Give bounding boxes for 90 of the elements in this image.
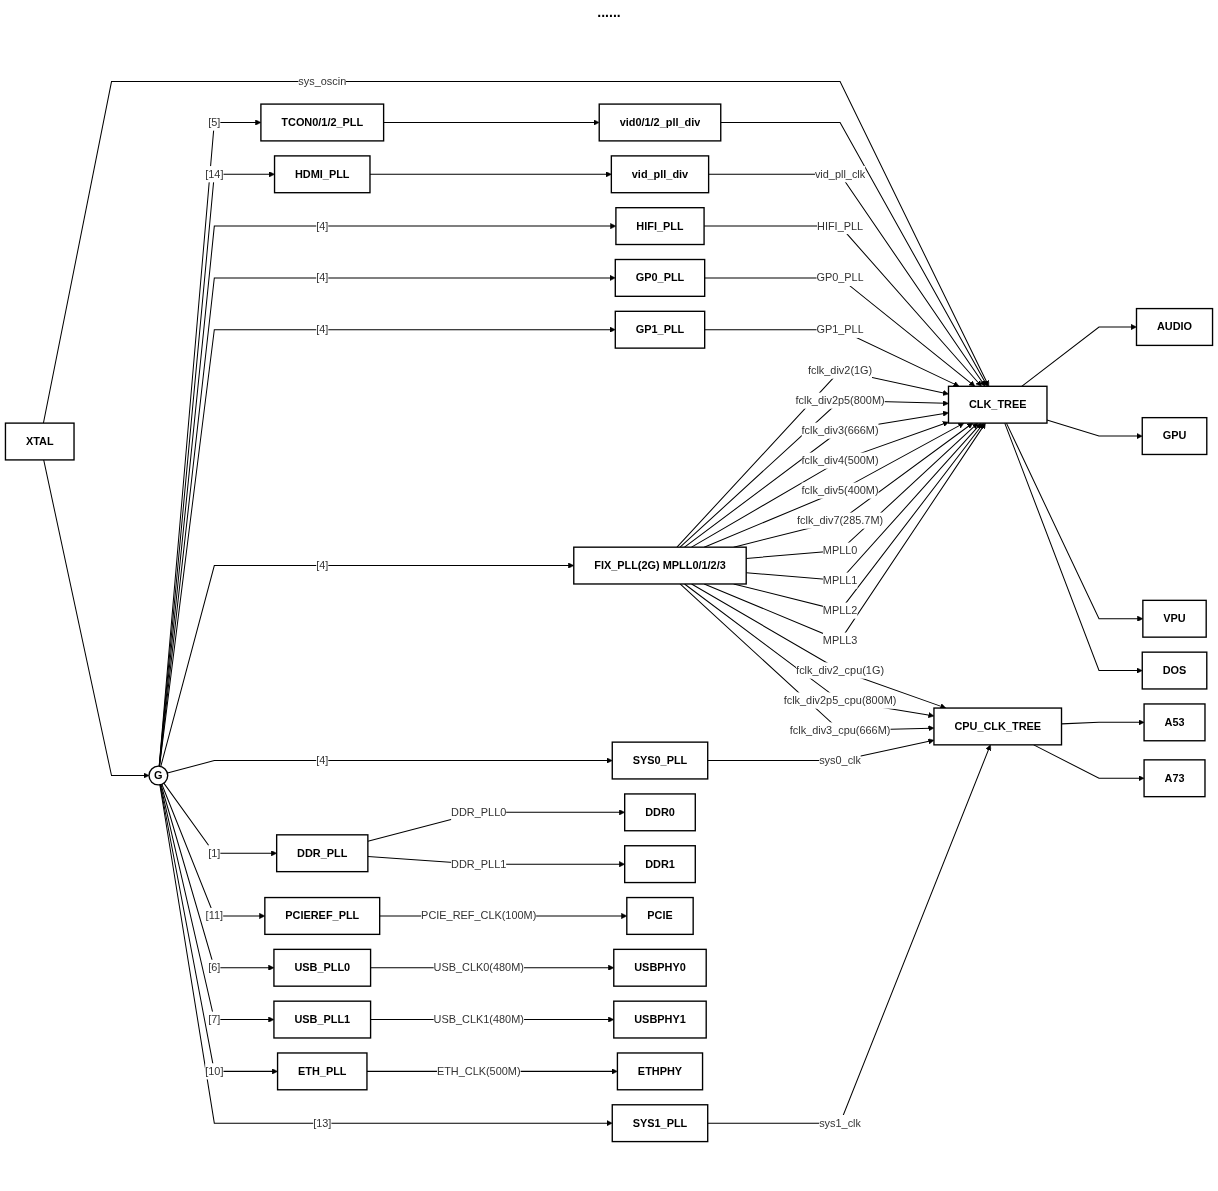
node-box: vid0/1/2_pll_div bbox=[598, 103, 722, 142]
edge-label: sys_oscin bbox=[298, 75, 347, 88]
edge-label: fclk_div2(1G) bbox=[807, 364, 873, 377]
arrow bbox=[383, 119, 600, 126]
edge-label: GP0_PLL bbox=[816, 271, 864, 284]
edge-label: fclk_div5(400M) bbox=[801, 484, 879, 497]
node-box: vid_pll_div bbox=[610, 155, 710, 194]
node-box: USBPHY0 bbox=[613, 948, 707, 987]
node-box: DDR0 bbox=[624, 793, 696, 832]
arrow bbox=[43, 459, 150, 779]
node-box: SYS1_PLL bbox=[611, 1104, 709, 1143]
node-circle: G bbox=[148, 765, 169, 786]
arrow bbox=[707, 744, 992, 1124]
edge-label: MPLL3 bbox=[822, 634, 858, 647]
node-box: FIX_PLL(2G) MPLL0/1/2/3 bbox=[573, 546, 747, 585]
node-box: HDMI_PLL bbox=[273, 155, 371, 194]
edge-label: [5] bbox=[208, 116, 221, 128]
node-box: USBPHY1 bbox=[613, 1000, 707, 1039]
arrow bbox=[1033, 744, 1145, 782]
edge-label: USB_CLK0(480M) bbox=[433, 961, 524, 974]
arrow bbox=[1004, 422, 1143, 674]
node-box: DDR1 bbox=[624, 845, 696, 884]
node-box: ETH_PLL bbox=[276, 1052, 368, 1091]
node-box: DOS bbox=[1141, 651, 1208, 690]
edge-label: fclk_div3(666M) bbox=[801, 424, 879, 437]
arrow bbox=[159, 784, 275, 1023]
node-box: SYS0_PLL bbox=[611, 741, 709, 780]
edge-label: vid_pll_clk bbox=[814, 168, 866, 180]
arrow bbox=[720, 121, 988, 387]
node-box: XTAL bbox=[4, 422, 75, 461]
edge-label: PCIE_REF_CLK(100M) bbox=[421, 909, 537, 922]
arrow bbox=[166, 757, 613, 774]
node-box: VPU bbox=[1142, 599, 1207, 638]
node-box: ETHPHY bbox=[616, 1052, 704, 1091]
arrow bbox=[369, 171, 612, 178]
arrow bbox=[163, 782, 277, 857]
edge-label: [4] bbox=[316, 559, 329, 572]
edge-label: [11] bbox=[205, 909, 223, 922]
edge-label: [13] bbox=[313, 1117, 332, 1129]
arrow bbox=[1021, 324, 1137, 387]
edge-label: DDR_PLL1 bbox=[451, 858, 507, 870]
edge-label: MPLL1 bbox=[822, 574, 858, 587]
node-box: USB_PLL1 bbox=[273, 1000, 372, 1039]
node-box: GPU bbox=[1141, 416, 1208, 456]
node-box: AUDIO bbox=[1135, 307, 1214, 347]
arrow bbox=[159, 784, 278, 1075]
arrow bbox=[1046, 419, 1143, 440]
node-box: GP0_PLL bbox=[614, 258, 706, 297]
edge-label: fclk_div4(500M) bbox=[801, 454, 879, 467]
node-box: PCIEREF_PLL bbox=[264, 896, 381, 936]
edge-label: fclk_div3_cpu(666M) bbox=[789, 724, 891, 736]
edge-label: [6] bbox=[208, 961, 221, 974]
node-box: CPU_CLK_TREE bbox=[933, 707, 1063, 746]
edge-label: DDR_PLL0 bbox=[451, 806, 507, 818]
node-box: PCIE bbox=[626, 896, 694, 936]
edge-label: [4] bbox=[316, 323, 329, 336]
edge-label: [14] bbox=[205, 168, 224, 180]
node-box: HIFI_PLL bbox=[615, 207, 705, 246]
node-box: CLK_TREE bbox=[947, 385, 1048, 424]
edge-label: HIFI_PLL bbox=[817, 219, 864, 232]
edge-label: [10] bbox=[205, 1065, 224, 1077]
edge-label: sys1_clk bbox=[819, 1117, 861, 1129]
edge-label: [4] bbox=[316, 271, 329, 284]
edge-label: GP1_PLL bbox=[816, 323, 864, 336]
edge-label: fclk_div2p5_cpu(800M) bbox=[783, 694, 897, 706]
node-box: A73 bbox=[1143, 759, 1206, 798]
edge-label: [4] bbox=[316, 219, 329, 232]
edge-label: fclk_div7(285.7M) bbox=[797, 514, 884, 527]
node-box: DDR_PLL bbox=[276, 834, 369, 873]
edge-label: [4] bbox=[316, 754, 329, 766]
edge-label: [1] bbox=[208, 847, 221, 859]
edge-label: MPLL2 bbox=[822, 604, 858, 617]
edge-label: MPLL0 bbox=[822, 544, 858, 557]
arrow bbox=[704, 329, 960, 387]
node-box: USB_PLL0 bbox=[273, 948, 372, 987]
edge-label: ETH_CLK(500M) bbox=[436, 1065, 521, 1077]
arrow bbox=[704, 277, 976, 387]
arrow bbox=[708, 173, 986, 387]
edge-label: sys0_clk bbox=[819, 754, 861, 766]
node-box: TCON0/1/2_PLL bbox=[260, 103, 385, 142]
edge-label: USB_CLK1(480M) bbox=[433, 1013, 524, 1026]
arrow bbox=[160, 784, 275, 971]
arrow bbox=[1061, 719, 1145, 726]
node-box: A53 bbox=[1143, 703, 1206, 742]
note-text: ...... bbox=[597, 4, 621, 20]
edge-label: fclk_div2p5(800M) bbox=[795, 394, 885, 407]
edge-label: fclk_div2_cpu(1G) bbox=[796, 664, 885, 677]
arrow bbox=[42, 81, 990, 424]
node-box: GP1_PLL bbox=[614, 310, 706, 349]
edge-label: [7] bbox=[208, 1013, 221, 1026]
